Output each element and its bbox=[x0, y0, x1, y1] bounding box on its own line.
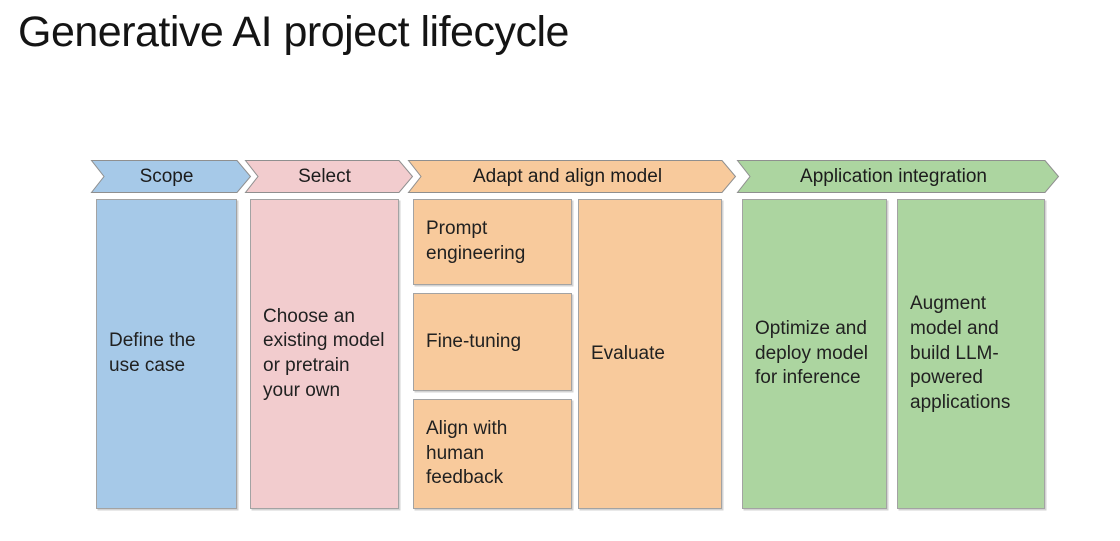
stage-header-scope: Scope bbox=[90, 160, 252, 193]
box-augment-build-llm: Augment model and build LLM-powered appl… bbox=[897, 199, 1045, 509]
box-define-use-case: Define the use case bbox=[96, 199, 237, 509]
chevron-arrow-icon bbox=[90, 160, 252, 193]
stage-label-select: Select bbox=[298, 165, 351, 187]
page-title: Generative AI project lifecycle bbox=[18, 8, 569, 56]
stage-header-select: Select bbox=[244, 160, 414, 193]
chevron-arrow-icon bbox=[407, 160, 737, 193]
box-optimize-deploy: Optimize and deploy model for inference bbox=[742, 199, 887, 509]
adapt-methods-stack: Prompt engineering Fine-tuning Align wit… bbox=[413, 199, 572, 509]
stage-header-adapt: Adapt and align model bbox=[407, 160, 737, 193]
stage-integration-boxes: Optimize and deploy model for inference … bbox=[742, 199, 1045, 509]
lifecycle-diagram: Scope Define the use case Select Choose … bbox=[90, 160, 1060, 509]
chevron-arrow-icon bbox=[244, 160, 414, 193]
chevron-arrow-icon bbox=[736, 160, 1060, 193]
stage-adapt-and-align: Adapt and align model Prompt engineering… bbox=[407, 160, 737, 509]
box-align-human-feedback: Align with human feedback bbox=[413, 399, 572, 509]
stage-scope: Scope Define the use case bbox=[90, 160, 252, 509]
stage-select: Select Choose an existing model or pretr… bbox=[244, 160, 414, 509]
box-prompt-engineering: Prompt engineering bbox=[413, 199, 572, 285]
stage-application-integration: Application integration Optimize and dep… bbox=[736, 160, 1060, 509]
stage-header-integration: Application integration bbox=[736, 160, 1060, 193]
box-fine-tuning: Fine-tuning bbox=[413, 293, 572, 391]
stage-scope-boxes: Define the use case bbox=[96, 199, 237, 509]
stage-adapt-boxes: Prompt engineering Fine-tuning Align wit… bbox=[413, 199, 722, 509]
stage-label-scope: Scope bbox=[139, 165, 194, 187]
stage-select-boxes: Choose an existing model or pretrain you… bbox=[250, 199, 399, 509]
box-choose-model: Choose an existing model or pretrain you… bbox=[250, 199, 399, 509]
box-evaluate: Evaluate bbox=[578, 199, 722, 509]
stage-label-adapt: Adapt and align model bbox=[472, 165, 663, 187]
stage-label-integration: Application integration bbox=[800, 165, 987, 187]
